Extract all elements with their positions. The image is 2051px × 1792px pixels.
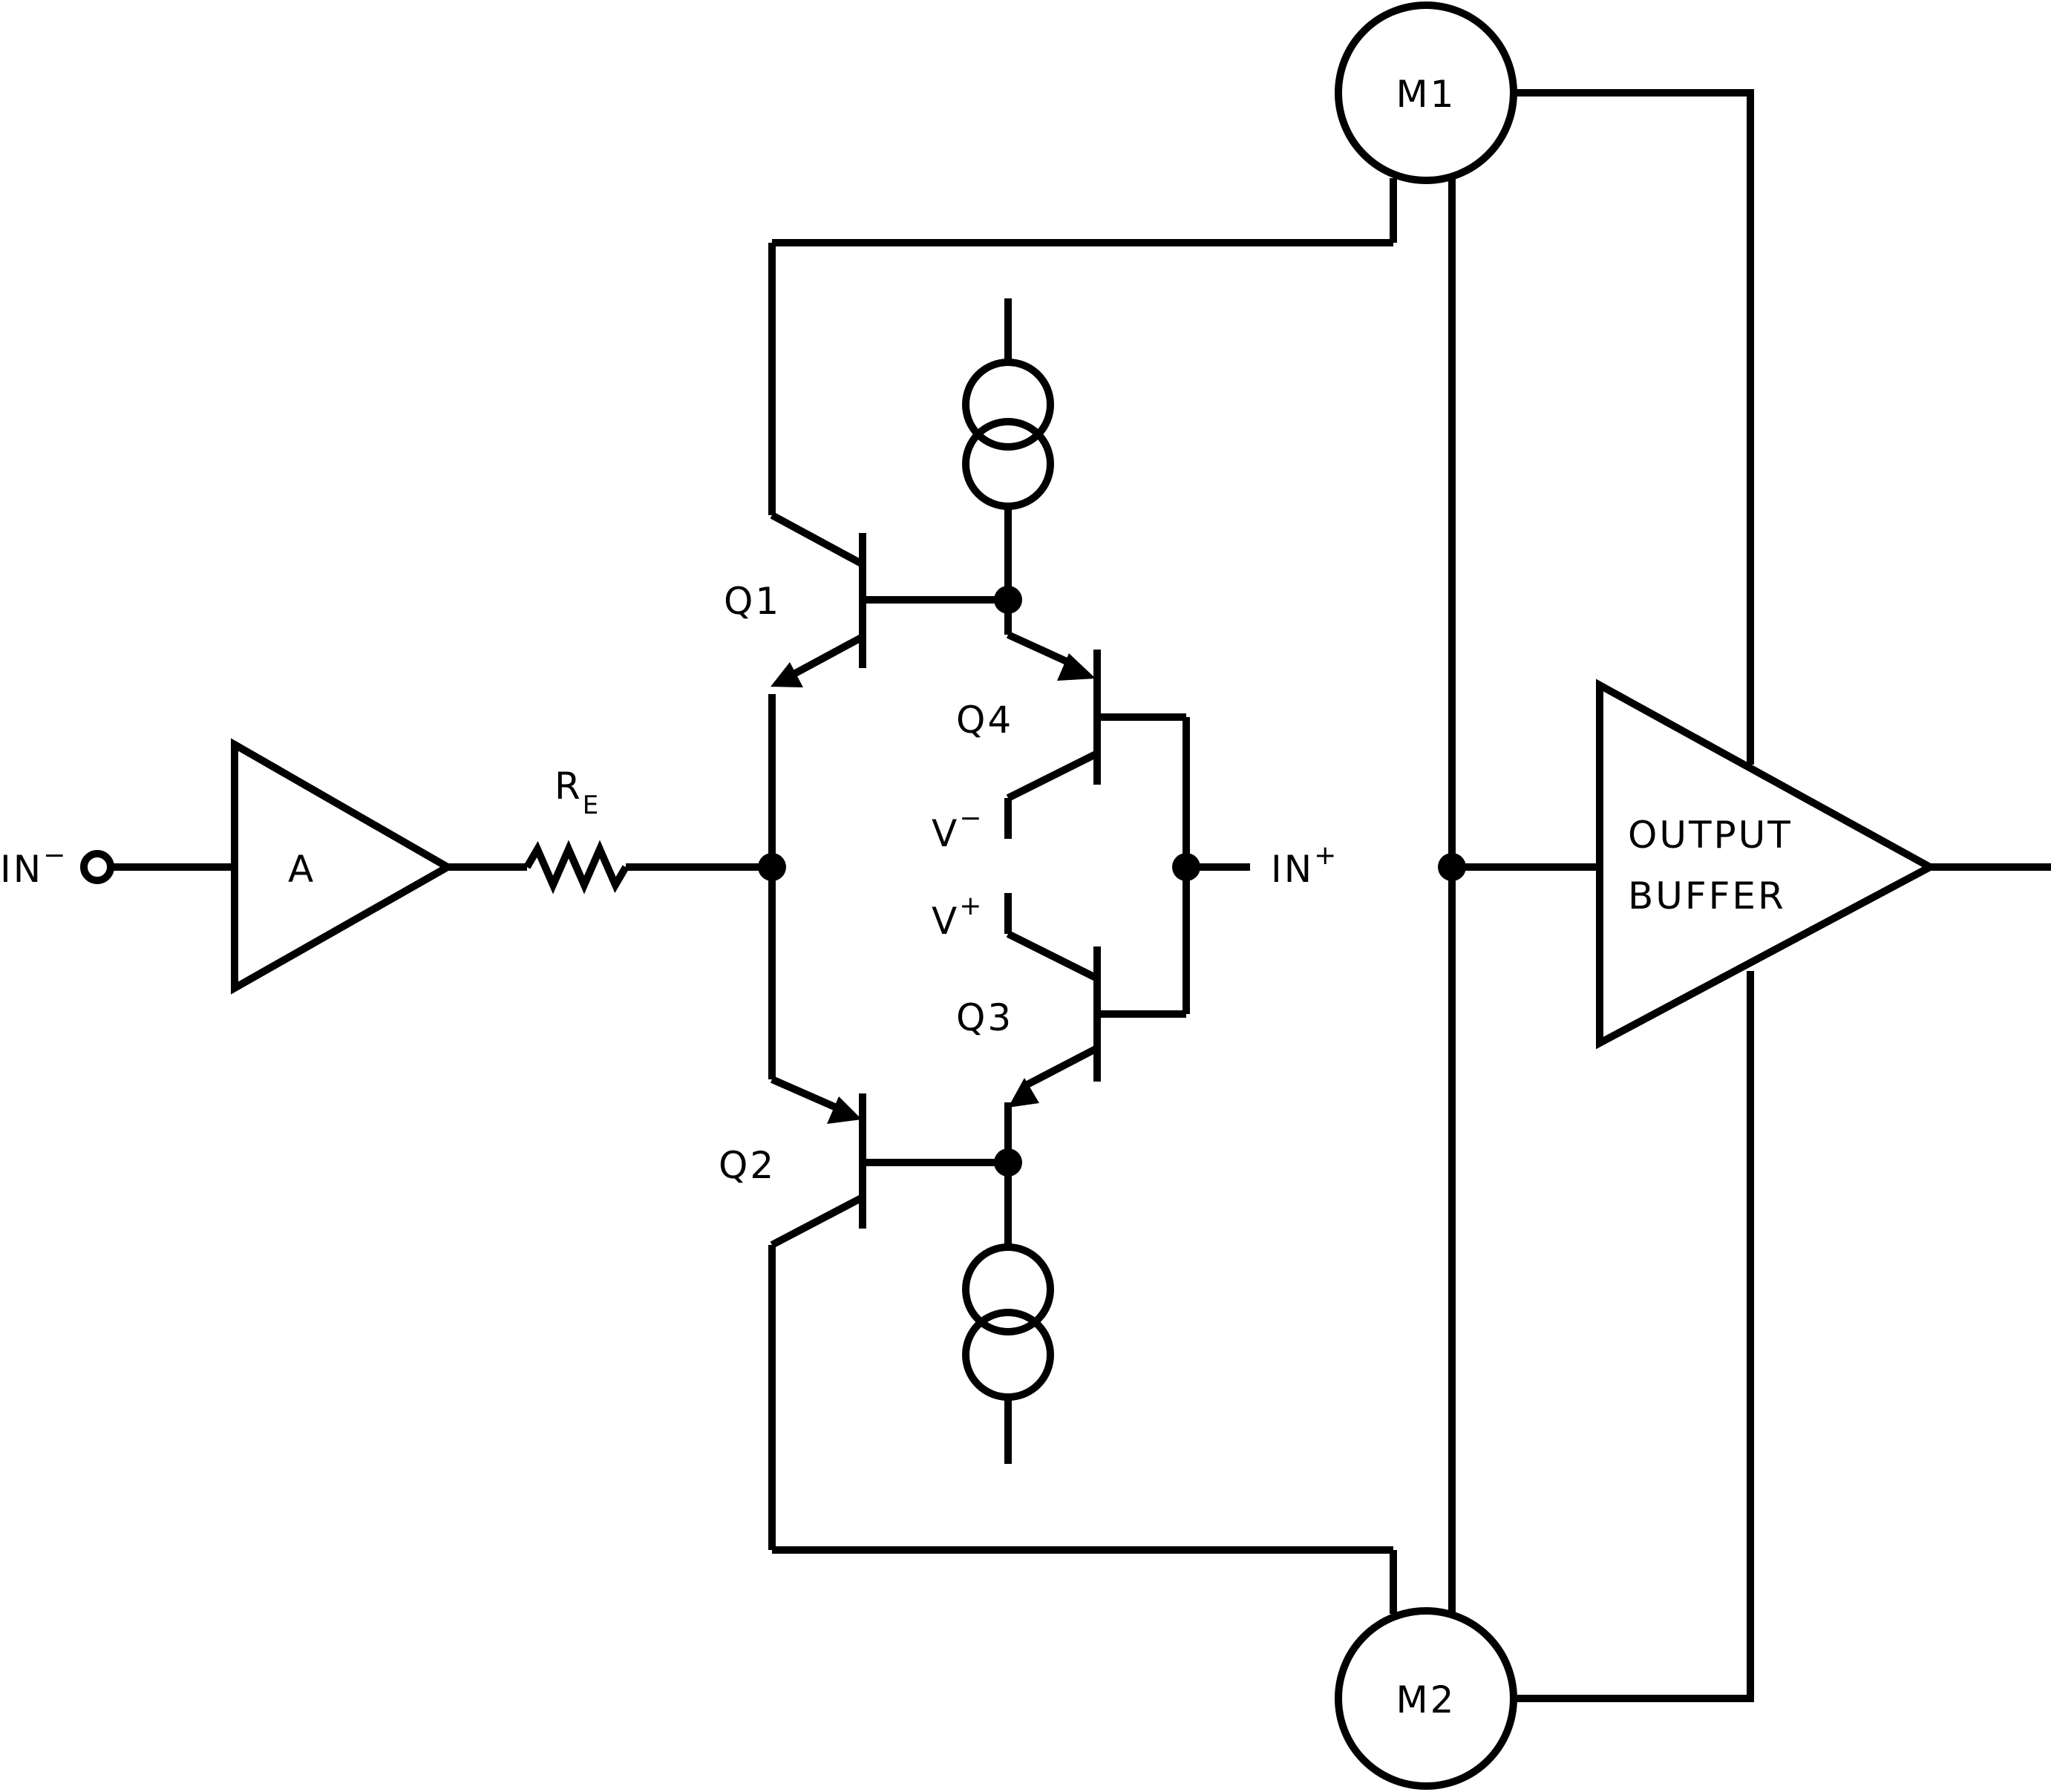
current-source-bottom xyxy=(962,1162,1054,1464)
m2-label: M2 xyxy=(1396,1678,1456,1721)
in-plus-label: IN+ xyxy=(1271,840,1338,891)
output-buffer-triangle xyxy=(1596,678,1938,1050)
current-source-top xyxy=(962,298,1054,600)
v-minus-label: V− xyxy=(932,803,984,855)
amplifier-a-label: A xyxy=(288,848,315,891)
q3-label: Q3 xyxy=(956,996,1013,1039)
q4-emitter-arrow xyxy=(1057,653,1096,681)
m1-to-buffer-wire xyxy=(1514,89,1754,765)
q3-emitter-arrow xyxy=(1008,1078,1039,1108)
q2-label: Q2 xyxy=(719,1144,776,1187)
amplifier-a-triangle xyxy=(231,738,456,995)
transistor-q2 xyxy=(768,867,1397,1614)
input-terminal-in-minus xyxy=(80,850,235,884)
q1-label: Q1 xyxy=(724,580,781,623)
output-buffer-label-line1: OUTPUT xyxy=(1628,814,1793,857)
m2-to-buffer-wire xyxy=(1514,971,1754,1702)
resistor-re xyxy=(448,840,772,895)
q2-emitter-arrow xyxy=(827,1096,862,1124)
m1-label: M1 xyxy=(1396,73,1456,116)
output-buffer-label-line2: BUFFER xyxy=(1628,874,1786,918)
transistor-q4 xyxy=(1004,600,1190,867)
q1-emitter-arrow xyxy=(771,662,803,687)
in-minus-label: IN− xyxy=(0,840,68,891)
transistor-q1 xyxy=(768,178,1397,867)
resistor-re-label: RE xyxy=(555,765,601,820)
transistor-q3 xyxy=(1004,867,1190,1162)
q4-label: Q4 xyxy=(956,699,1013,742)
v-plus-label: V+ xyxy=(932,891,984,943)
